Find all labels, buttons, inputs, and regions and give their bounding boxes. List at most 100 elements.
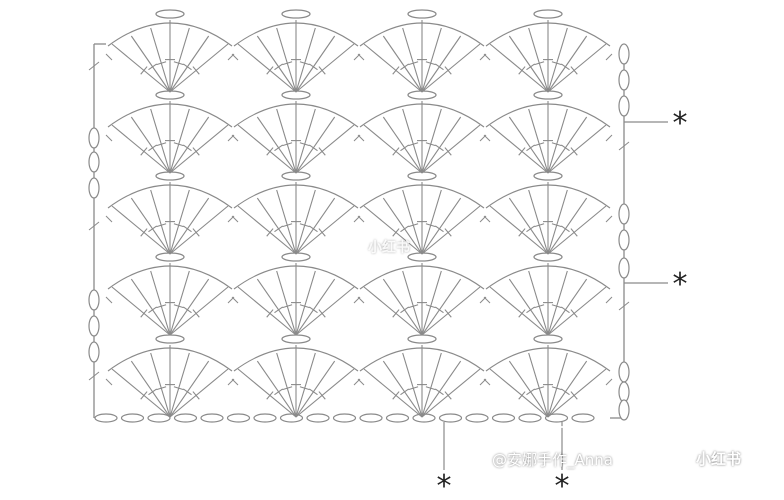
dc-tick <box>560 63 570 71</box>
dc-tick <box>274 306 284 314</box>
edge-tick <box>618 301 630 311</box>
dc-tick <box>534 142 545 147</box>
dc-stitch <box>547 35 588 93</box>
dc-tick <box>551 142 562 147</box>
dc-stitch <box>111 43 171 93</box>
dc-stitch <box>256 116 297 174</box>
dc-stitch <box>295 189 316 255</box>
dc-tick <box>526 144 536 152</box>
shell-stitch <box>105 252 235 336</box>
shell-top-chain <box>281 90 311 100</box>
shell-stitch <box>357 171 487 255</box>
sc-stitch <box>231 378 239 386</box>
dc-tick <box>551 223 562 228</box>
edge-tick <box>88 221 100 231</box>
dc-tick <box>570 391 578 400</box>
dc-stitch <box>382 35 423 93</box>
shell-stitch <box>357 252 487 336</box>
dc-tick <box>434 388 444 396</box>
foundation-chain <box>359 413 383 423</box>
dc-tick <box>400 306 410 314</box>
foundation-chain <box>147 413 171 423</box>
dc-stitch <box>421 278 462 336</box>
shell-top-chain <box>407 252 437 262</box>
dc-stitch <box>547 270 568 336</box>
dc-tick <box>266 391 274 400</box>
shell-top-chain <box>533 171 563 181</box>
dc-tick <box>551 304 562 309</box>
dc-stitch <box>169 360 210 418</box>
shell-top-chain <box>533 252 563 262</box>
dc-tick <box>148 63 158 71</box>
shell-top-chain <box>281 252 311 262</box>
dc-stitch <box>382 278 423 336</box>
sc-stitch <box>105 215 113 223</box>
dc-tick <box>518 391 526 400</box>
dc-stitch <box>421 35 462 93</box>
dc-tick <box>444 228 452 237</box>
dc-stitch <box>169 27 190 93</box>
dc-tick <box>551 386 562 391</box>
dc-stitch <box>547 43 607 93</box>
dc-stitch <box>276 270 297 336</box>
dc-tick <box>400 144 410 152</box>
dc-stitch <box>295 124 355 174</box>
shell-stitch <box>231 171 361 255</box>
dc-tick <box>140 147 148 156</box>
dc-stitch <box>169 197 210 255</box>
dc-tick <box>518 66 526 75</box>
dc-stitch <box>256 197 297 255</box>
dc-tick <box>282 61 293 66</box>
dc-tick <box>518 147 526 156</box>
dc-tick <box>444 309 452 318</box>
dc-tick <box>192 391 200 400</box>
dc-tick <box>400 388 410 396</box>
dc-stitch <box>276 189 297 255</box>
dc-stitch <box>237 124 297 174</box>
dc-stitch <box>547 286 607 336</box>
dc-stitch <box>169 352 190 418</box>
dc-stitch <box>402 27 423 93</box>
dc-stitch <box>363 286 423 336</box>
shell-stitch <box>357 90 487 174</box>
shell-top-chain <box>281 334 311 344</box>
foundation-chain <box>518 413 542 423</box>
dc-tick <box>156 386 167 391</box>
sc-stitch <box>483 296 491 304</box>
foundation-chain <box>120 413 145 423</box>
foundation-chain <box>279 413 304 423</box>
dc-tick <box>318 228 326 237</box>
dc-stitch <box>421 286 481 336</box>
shell-stitch <box>231 252 361 336</box>
dc-stitch <box>169 286 229 336</box>
dc-tick <box>570 309 578 318</box>
dc-tick <box>526 63 536 71</box>
dc-stitch <box>295 43 355 93</box>
dc-tick <box>392 309 400 318</box>
foundation-chain <box>253 413 277 423</box>
sc-stitch <box>357 53 365 61</box>
turning-chain <box>618 69 630 91</box>
dc-stitch <box>508 197 549 255</box>
dc-tick <box>266 228 274 237</box>
dc-stitch <box>256 278 297 336</box>
dc-stitch <box>130 197 171 255</box>
dc-stitch <box>508 35 549 93</box>
dc-stitch <box>111 286 171 336</box>
dc-stitch <box>295 108 316 174</box>
dc-tick <box>408 61 419 66</box>
foundation-chain <box>412 413 436 423</box>
repeat-marker-asterisk: * <box>555 469 570 500</box>
dc-tick <box>551 61 562 66</box>
sc-stitch <box>483 53 491 61</box>
dc-tick <box>156 304 167 309</box>
foundation-chain <box>226 413 251 423</box>
author-watermark: @安娜手作_Anna <box>492 451 613 469</box>
dc-stitch <box>130 35 171 93</box>
shell-top-chain <box>407 171 437 181</box>
dc-tick <box>140 391 148 400</box>
turning-chain <box>618 229 630 251</box>
foundation-chain <box>491 413 516 423</box>
dc-stitch <box>276 352 297 418</box>
shell-stitch <box>483 334 613 418</box>
